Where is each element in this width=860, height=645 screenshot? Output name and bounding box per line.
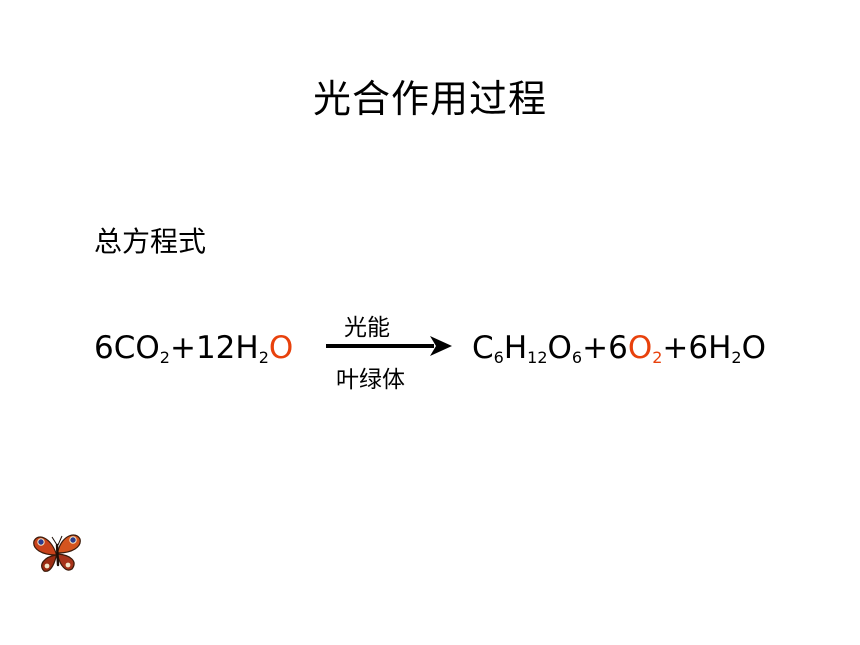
slide-subtitle: 总方程式	[94, 225, 207, 258]
equation-products: C6H12O6+6O2+6H2O	[472, 328, 766, 378]
formula-subscript: 2	[731, 348, 742, 367]
formula-text: 6CO	[94, 330, 160, 366]
butterfly-icon	[33, 534, 81, 572]
reaction-condition-light: 光能	[344, 315, 390, 341]
formula-text: O	[268, 330, 294, 366]
formula-text: H	[503, 330, 528, 366]
formula-subscript: 2	[159, 348, 170, 367]
formula-subscript: 6	[493, 348, 504, 367]
formula-text: O	[627, 330, 653, 366]
formula-text: O	[741, 330, 767, 366]
formula-subscript: 2	[652, 348, 663, 367]
formula-subscript: 12	[527, 348, 548, 367]
reaction-arrow-icon	[326, 336, 452, 356]
formula-text: +6	[582, 330, 628, 366]
equation-reactants: 6CO2+12H2O	[94, 328, 293, 378]
reaction-condition-chloroplast: 叶绿体	[336, 367, 405, 393]
formula-subscript: 2	[258, 348, 269, 367]
formula-text: O	[547, 330, 572, 366]
formula-text: C	[472, 330, 494, 366]
formula-text: +12H	[169, 330, 259, 366]
formula-subscript: 6	[571, 348, 583, 367]
slide-title: 光合作用过程	[312, 77, 547, 121]
formula-text: +6H	[662, 330, 732, 366]
